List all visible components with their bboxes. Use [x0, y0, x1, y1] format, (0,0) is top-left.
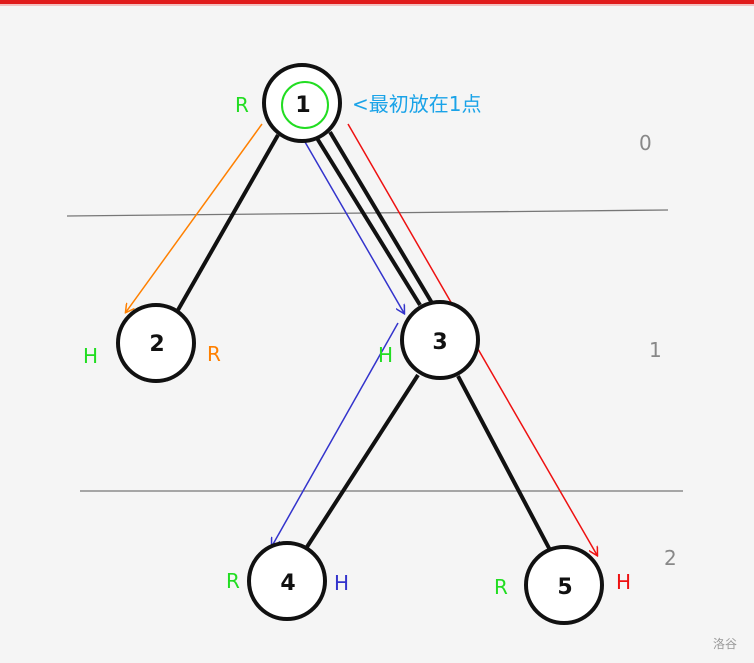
node-4: 4 — [247, 541, 327, 621]
edge-3-4 — [303, 373, 420, 552]
edge-1-3-a — [313, 133, 422, 307]
node-5: 5 — [524, 545, 604, 625]
mark-node5-left: R — [494, 575, 508, 599]
start-note: <最初放在1点 — [352, 92, 481, 116]
mark-node3-left: H — [378, 343, 393, 367]
edge-1-2 — [176, 134, 280, 311]
node-2: 2 — [116, 303, 196, 383]
node-3-label: 3 — [432, 330, 447, 355]
node-5-label: 5 — [557, 575, 572, 600]
arrow-1-to-2 — [126, 123, 263, 312]
node-4-circle — [247, 541, 327, 621]
watermark: 洛谷 — [713, 636, 737, 651]
node-1-label: 1 — [295, 93, 310, 118]
node-3-circle — [400, 300, 480, 380]
mark-node1-left: R — [235, 93, 249, 117]
top-bar-shadow — [0, 4, 754, 6]
mark-node5-right: H — [616, 570, 631, 594]
node-2-label: 2 — [149, 332, 164, 357]
edge-1-3-b — [328, 130, 434, 305]
node-2-circle — [116, 303, 196, 383]
node-5-circle — [524, 545, 604, 625]
arrow-1-to-3 — [304, 141, 404, 313]
edge-3-5 — [456, 375, 552, 551]
level-label-0: 0 — [639, 131, 652, 155]
node-4-label: 4 — [280, 571, 295, 596]
top-bar — [0, 0, 754, 4]
mark-node4-left: R — [226, 569, 240, 593]
mark-node2-right: R — [207, 342, 221, 366]
arrow-3-to-4 — [272, 322, 399, 546]
node-1: 1 — [262, 63, 342, 143]
mark-node4-right: H — [334, 571, 349, 595]
level-separator-0-1 — [66, 209, 669, 217]
mark-node2-left: H — [83, 344, 98, 368]
level-label-2: 2 — [664, 546, 677, 570]
node-3: 3 — [400, 300, 480, 380]
tree-edges — [176, 130, 552, 552]
node-1-start-marker — [281, 81, 329, 129]
level-label-1: 1 — [649, 338, 662, 362]
